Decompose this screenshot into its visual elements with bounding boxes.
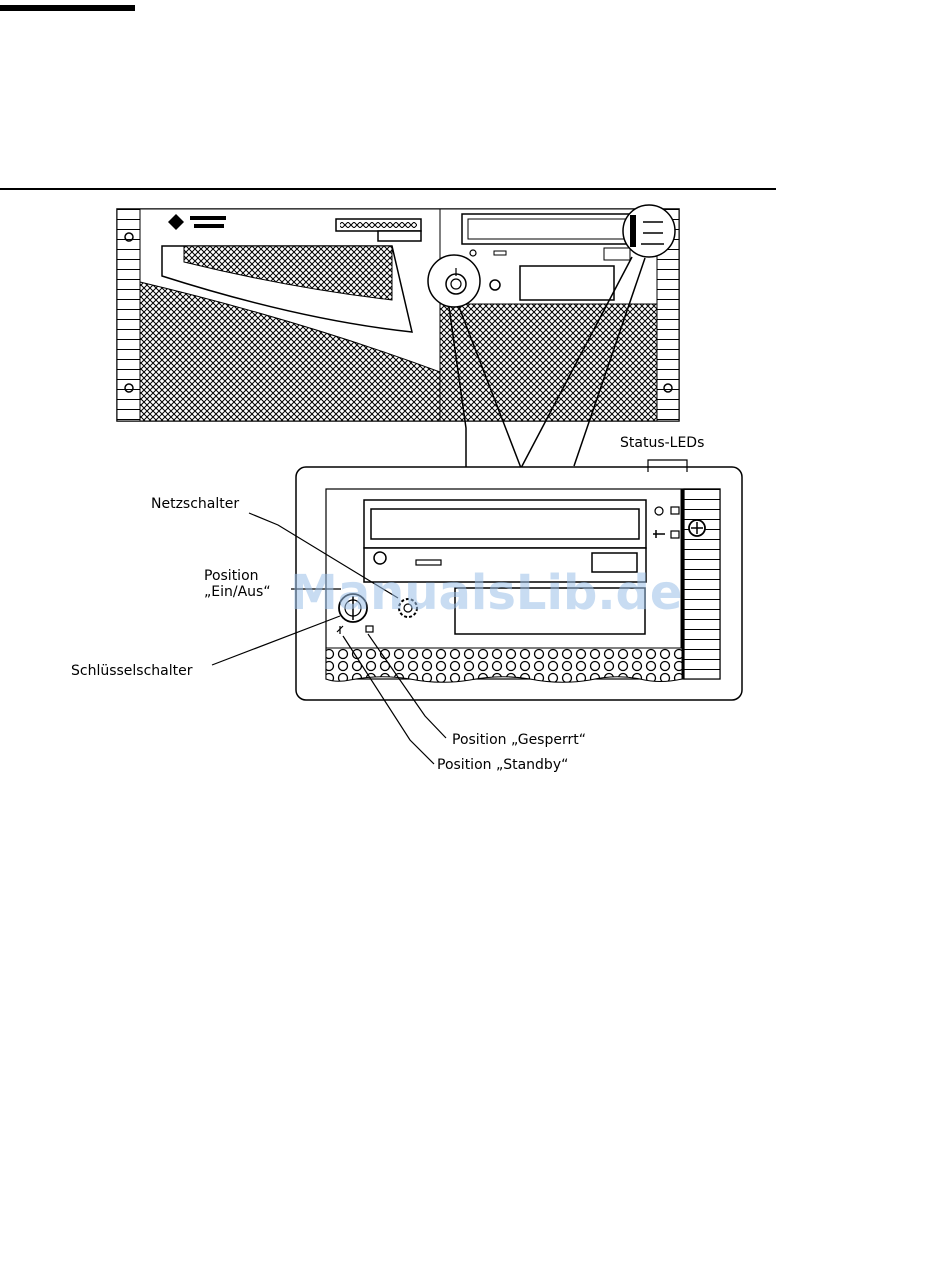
label-key-switch: Schlüsselschalter <box>71 663 193 679</box>
label-power-switch: Netzschalter <box>151 496 239 512</box>
server-front <box>117 205 679 421</box>
label-status-leds: Status-LEDs <box>620 435 704 451</box>
label-position-on-off-1: Position <box>204 568 259 584</box>
screw-icon <box>689 520 705 536</box>
label-position-on-off-2: „Ein/Aus“ <box>204 584 271 600</box>
watermark: ManualsLib.de <box>290 565 682 621</box>
label-position-standby: Position „Standby“ <box>437 757 568 773</box>
label-position-locked: Position „Gesperrt“ <box>452 732 586 748</box>
